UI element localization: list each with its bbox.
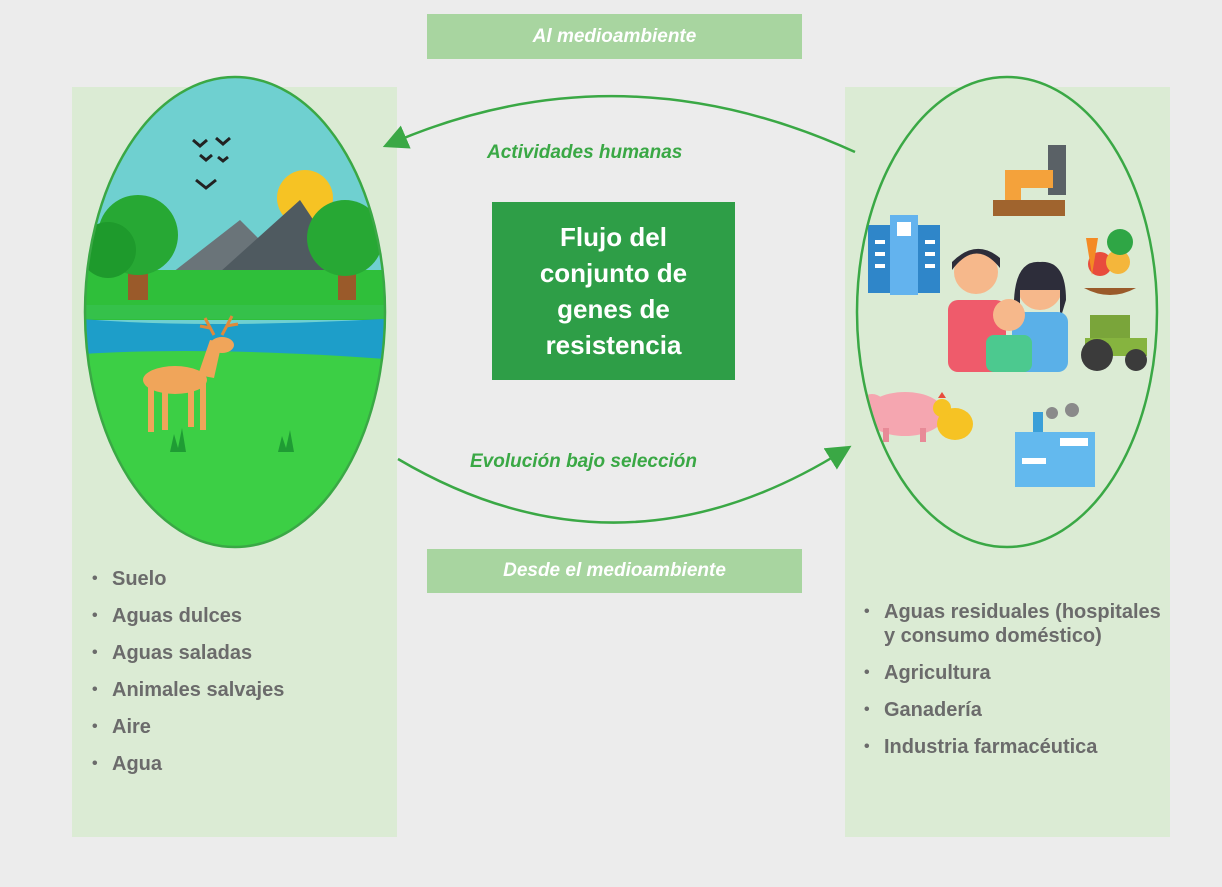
list-item: Agricultura (862, 661, 1162, 685)
list-item: Ganadería (862, 698, 1162, 722)
from-environment-banner: Desde el medioambiente (427, 549, 802, 593)
deer-icon (143, 315, 239, 432)
center-title: Flujo del conjunto de genes de resistenc… (539, 222, 688, 360)
left-ellipse-border (83, 75, 387, 549)
environment-sources-list: Suelo Aguas dulces Aguas saladas Animale… (90, 567, 390, 789)
pipe-icon (993, 145, 1066, 216)
tractor-icon (1081, 315, 1147, 371)
to-environment-banner: Al medioambiente (427, 14, 802, 59)
human-activities-label: Actividades humanas (487, 142, 683, 163)
list-item: Industria farmacéutica (862, 735, 1162, 759)
from-environment-label: Desde el medioambiente (503, 560, 726, 581)
arrow-to-environment (382, 94, 856, 154)
vegetables-icon (1084, 229, 1136, 295)
family-icon (948, 248, 1068, 372)
list-item: Aire (90, 715, 390, 739)
to-environment-label: Al medioambiente (532, 25, 697, 47)
human-activity-illustration (858, 145, 1147, 487)
selection-evolution-label: Evolución bajo selección (470, 451, 698, 472)
list-item: Animales salvajes (90, 678, 390, 702)
grass-icon (170, 428, 294, 452)
birds-icon (192, 136, 231, 190)
resistance-gene-flow-box: Flujo del conjunto de genes de resistenc… (492, 202, 735, 380)
hospital-icon (868, 215, 940, 295)
factory-icon (1015, 403, 1095, 487)
list-item: Aguas dulces (90, 604, 390, 628)
list-item: Aguas residuales (hospitales y consumo d… (862, 600, 1162, 648)
arrow-from-environment (397, 445, 852, 524)
human-sources-list: Aguas residuales (hospitales y consumo d… (862, 600, 1162, 772)
list-item: Aguas saladas (90, 641, 390, 665)
list-item: Suelo (90, 567, 390, 591)
list-item: Agua (90, 752, 390, 776)
chicken-icon (933, 392, 973, 440)
right-ellipse-border (855, 75, 1159, 549)
landscape-illustration (85, 77, 385, 547)
